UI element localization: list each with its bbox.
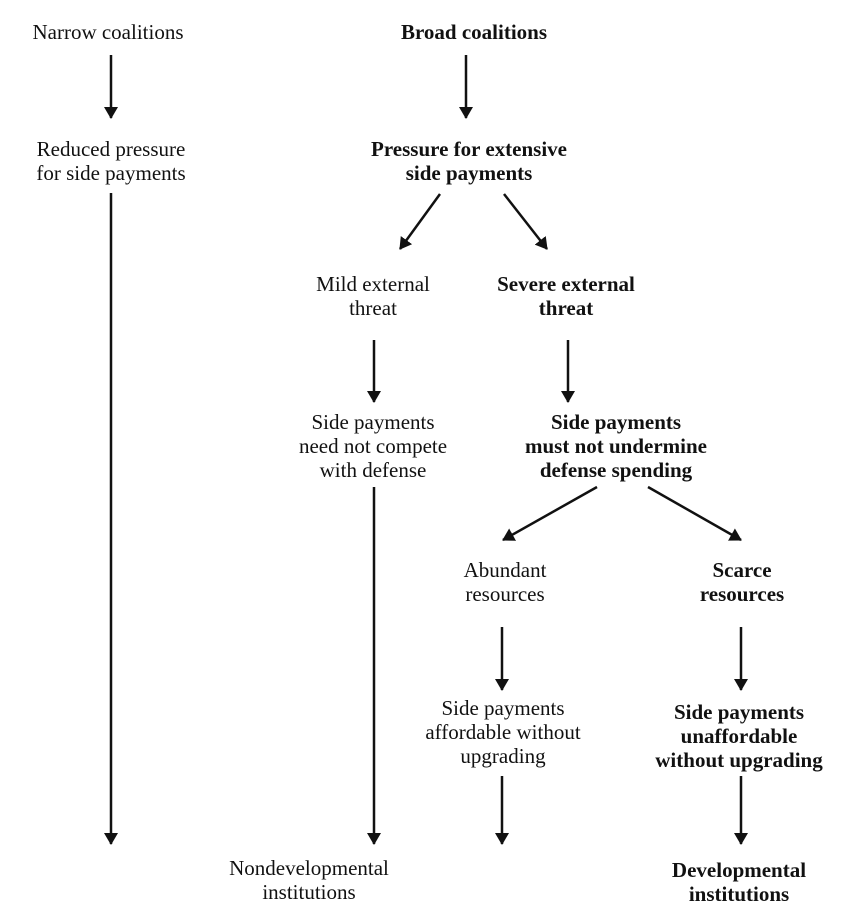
node-must-not-undermine: Side payments must not undermine defense… — [524, 410, 708, 482]
node-mild-threat: Mild external threat — [316, 272, 430, 320]
node-unaffordable: Side payments unaffordable without upgra… — [655, 700, 823, 772]
node-scarce-resources: Scarce resources — [699, 558, 785, 606]
node-nondevelopmental: Nondevelopmental institutions — [229, 856, 389, 904]
node-severe-threat: Severe external threat — [497, 272, 635, 320]
node-need-not-compete: Side payments need not compete with defe… — [298, 410, 448, 482]
node-affordable: Side payments affordable without upgradi… — [425, 696, 581, 768]
node-abundant-resources: Abundant resources — [463, 558, 547, 606]
node-developmental: Developmental institutions — [671, 858, 807, 906]
node-reduced-pressure: Reduced pressure for side payments — [36, 137, 186, 185]
arrow-pressure-to-severe — [503, 193, 548, 250]
arrow-must-not-to-abundant — [502, 485, 598, 542]
arrow-must-not-to-scarce — [647, 485, 742, 542]
arrow-pressure-to-mild — [398, 193, 442, 250]
node-broad-coalitions: Broad coalitions — [400, 20, 548, 44]
node-pressure-extensive: Pressure for extensive side payments — [371, 137, 567, 185]
node-narrow-coalitions: Narrow coalitions — [32, 20, 184, 44]
